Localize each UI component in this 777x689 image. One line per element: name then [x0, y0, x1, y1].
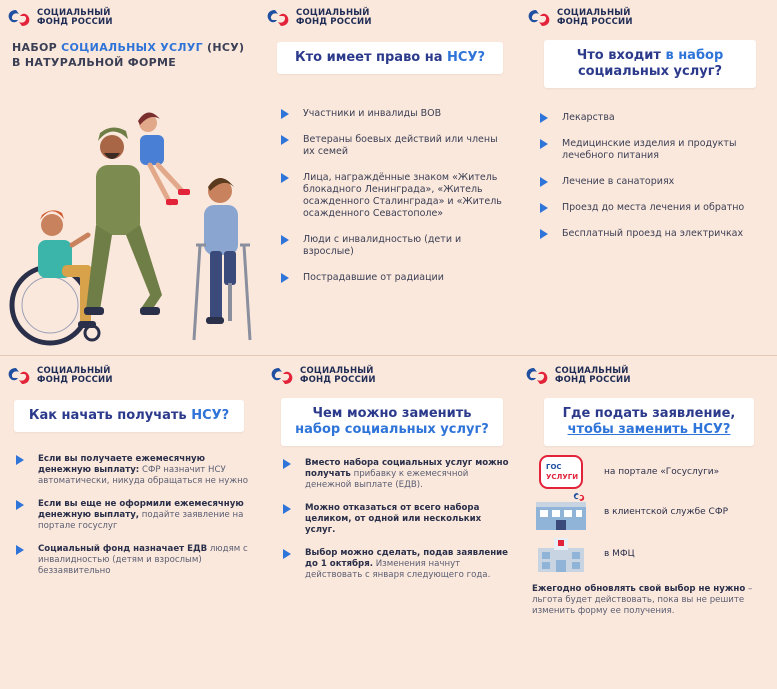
people-illustration [9, 112, 252, 346]
title-highlight: СОЦИАЛЬНЫХ УСЛУГ [61, 41, 203, 54]
replacement-list: Вместо набора социальных услуг можно пол… [281, 458, 513, 593]
list-item: Ветераны боевых действий или члены их се… [279, 134, 511, 158]
bullet-triangle-icon [283, 549, 291, 559]
list-item: Проезд до места лечения и обратно [538, 202, 772, 214]
list-item: Выбор можно сделать, подав заявление до … [281, 548, 513, 581]
list-item: Люди с инвалидностью (дети и взрослые) [279, 234, 511, 258]
gos-badge-text-2: УСЛУГИ [546, 473, 578, 481]
place-label: в клиентской службе СФР [604, 507, 729, 517]
section-header: Как начать получать НСУ? [14, 400, 244, 432]
bullet-triangle-icon [281, 173, 289, 183]
logo-text-line1: СОЦИАЛЬНЫЙ [37, 8, 111, 18]
bullet-triangle-icon [281, 109, 289, 119]
list-item: Пострадавшие от радиации [279, 272, 511, 284]
list-item: Социальный фонд назначает ЕДВ людям с ин… [14, 544, 254, 577]
list-item: Если вы еще не оформили ежемесячную дене… [14, 499, 254, 532]
list-item: Лица, награждённые знаком «Житель блокад… [279, 172, 511, 220]
place-label: на портале «Госуслуги» [604, 467, 720, 477]
included-list: Лекарства Медицинские изделия и продукты… [538, 112, 772, 254]
office-building-icon [536, 493, 586, 530]
list-item: Можно отказаться от всего набора целиком… [281, 503, 513, 536]
bullet-triangle-icon [16, 500, 24, 510]
sfr-logo-icon [269, 366, 295, 386]
bullet-triangle-icon [540, 177, 548, 187]
bullet-triangle-icon [281, 273, 289, 283]
eligibility-list: Участники и инвалиды ВОВ Ветераны боевых… [279, 108, 511, 298]
bullet-triangle-icon [540, 139, 548, 149]
list-item: Медицинские изделия и продукты лечебного… [538, 138, 772, 162]
list-item: Вместо набора социальных услуг можно пол… [281, 458, 513, 491]
bullet-triangle-icon [283, 459, 291, 469]
section-header: Кто имеет право на НСУ? [277, 42, 503, 74]
logo-text-line2: ФОНД РОССИИ [37, 17, 113, 27]
yearly-note: Ежегодно обновлять свой выбор не нужно –… [532, 584, 753, 616]
list-item: Бесплатный проезд на электричках [538, 228, 772, 240]
section-header: Где подать заявление, чтобы заменить НСУ… [544, 398, 754, 446]
list-item: Если вы получаете ежемесячную денежную в… [14, 454, 254, 487]
page-title: НАБОР СОЦИАЛЬНЫХ УСЛУГ (НСУ) В НАТУРАЛЬН… [12, 41, 245, 69]
bullet-triangle-icon [281, 235, 289, 245]
sfr-logo-icon [524, 366, 550, 386]
list-item: Лечение в санаториях [538, 176, 772, 188]
place-sfr-office: в клиентской службе СФР [532, 492, 728, 532]
title-line2: В НАТУРАЛЬНОЙ ФОРМЕ [12, 56, 177, 69]
list-item: Лекарства [538, 112, 772, 124]
section-header: Что входит в набор социальных услуг? [544, 40, 756, 88]
how-to-start-list: Если вы получаете ежемесячную денежную в… [14, 454, 254, 589]
bullet-triangle-icon [16, 455, 24, 465]
bullet-triangle-icon [540, 113, 548, 123]
place-gosuslugi: ГОС УСЛУГИ на портале «Госуслуги» [532, 452, 719, 492]
section-header: Чем можно заменить набор социальных услу… [281, 398, 503, 446]
sfr-logo-icon [6, 366, 32, 386]
sfr-logo-icon [265, 8, 291, 28]
bullet-triangle-icon [540, 229, 548, 239]
gos-badge-text-1: ГОС [546, 463, 562, 471]
gosuslugi-badge-icon: ГОС УСЛУГИ [539, 455, 583, 489]
bullet-triangle-icon [16, 545, 24, 555]
list-item: Участники и инвалиды ВОВ [279, 108, 511, 120]
sfr-logo-icon [526, 8, 552, 28]
mfc-building-icon [538, 538, 584, 572]
row-divider [0, 355, 777, 356]
sfr-logo-icon [6, 8, 32, 28]
bullet-triangle-icon [281, 135, 289, 145]
bullet-triangle-icon [540, 203, 548, 213]
place-mfc: в МФЦ [532, 534, 635, 574]
bullet-triangle-icon [283, 504, 291, 514]
place-label: в МФЦ [604, 549, 635, 559]
